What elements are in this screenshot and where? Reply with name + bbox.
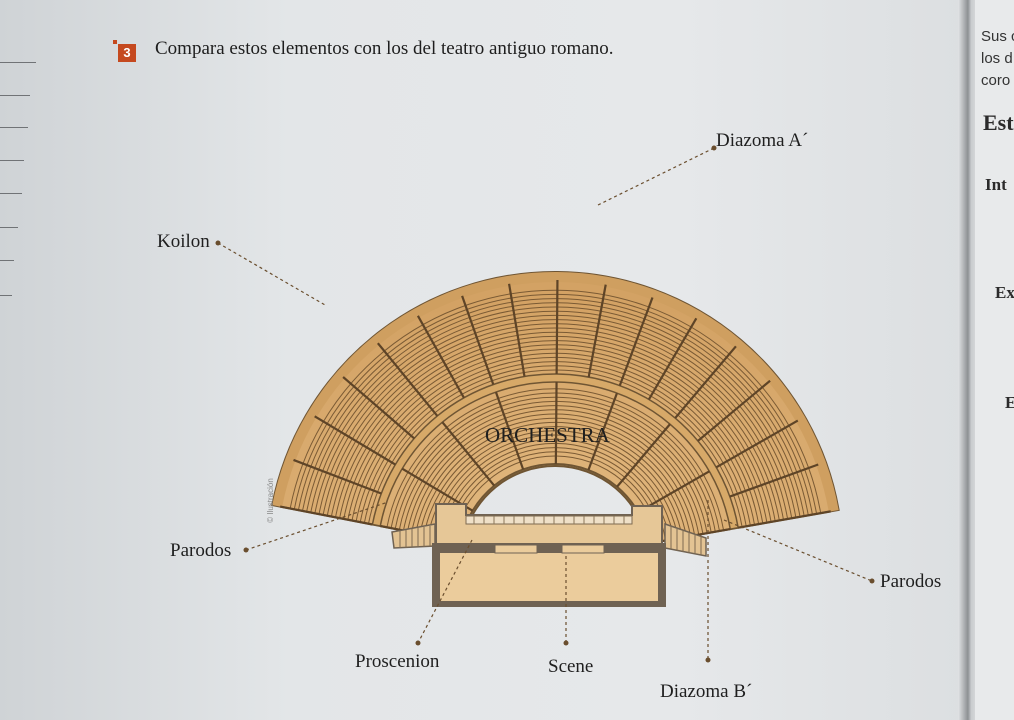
greek-theatre-diagram — [215, 145, 875, 663]
stage-building — [391, 503, 707, 607]
right-page-subheading-3: E — [1005, 393, 1014, 412]
label-scene: Scene — [548, 656, 594, 677]
leader-dots — [215, 145, 875, 663]
leader-lines — [217, 147, 873, 660]
right-page-text-line-3: coro — [981, 72, 1011, 89]
label-parodos-right: Parodos — [880, 571, 942, 592]
label-proscenion: Proscenion — [355, 651, 440, 672]
label-parodos-left: Parodos — [170, 540, 232, 561]
right-page-text-line-2: los d — [981, 50, 1013, 67]
question-text: Compara estos elementos con los del teat… — [155, 38, 614, 59]
question-marker-dot — [113, 40, 117, 44]
question-number-badge: 3 — [118, 44, 136, 62]
right-page-subheading-1: Int — [985, 175, 1007, 194]
right-page-heading: Est — [983, 110, 1014, 135]
koilon-seating — [271, 271, 840, 545]
illustration-credit: © Ilustración — [265, 478, 275, 523]
facing-page: Sus c los d coro Est Int Ex E — [975, 0, 1014, 720]
right-page-text-line-1: Sus c — [981, 28, 1014, 45]
book-gutter — [958, 0, 980, 720]
label-orchestra: ORCHESTRA — [485, 423, 610, 447]
right-page-subheading-2: Ex — [995, 283, 1014, 302]
label-diazoma-a: Diazoma A´ — [716, 130, 809, 151]
label-koilon: Koilon — [157, 231, 210, 252]
label-diazoma-b: Diazoma B´ — [660, 681, 753, 702]
